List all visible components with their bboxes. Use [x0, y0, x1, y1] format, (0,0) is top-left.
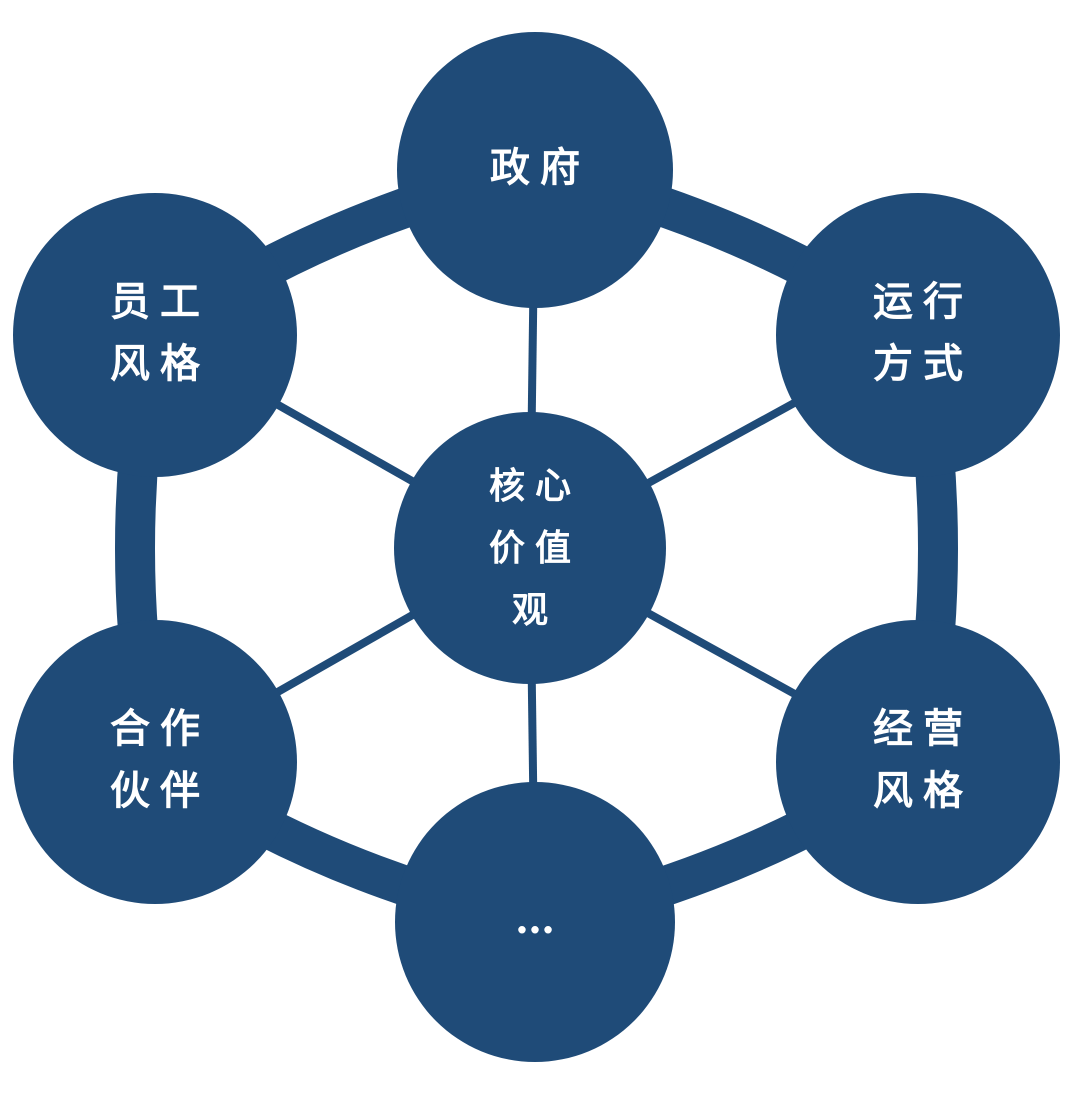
label-center: 核心 价值 观: [488, 465, 582, 631]
node-bottom: [395, 782, 675, 1062]
node-center: [394, 412, 666, 684]
label-top: 政府: [490, 144, 590, 191]
label-upper-left: 员工 风格: [110, 278, 210, 387]
node-upper-right: [776, 193, 1060, 477]
node-lower-left: [13, 620, 297, 904]
node-top: [397, 32, 673, 308]
label-lower-right: 经营 风格: [873, 705, 973, 814]
label-lower-left: 合作 伙伴: [110, 705, 210, 814]
node-upper-left: [13, 193, 297, 477]
label-bottom: …: [515, 896, 565, 943]
label-upper-right: 运行 方式: [873, 278, 973, 387]
node-lower-right: [776, 620, 1060, 904]
